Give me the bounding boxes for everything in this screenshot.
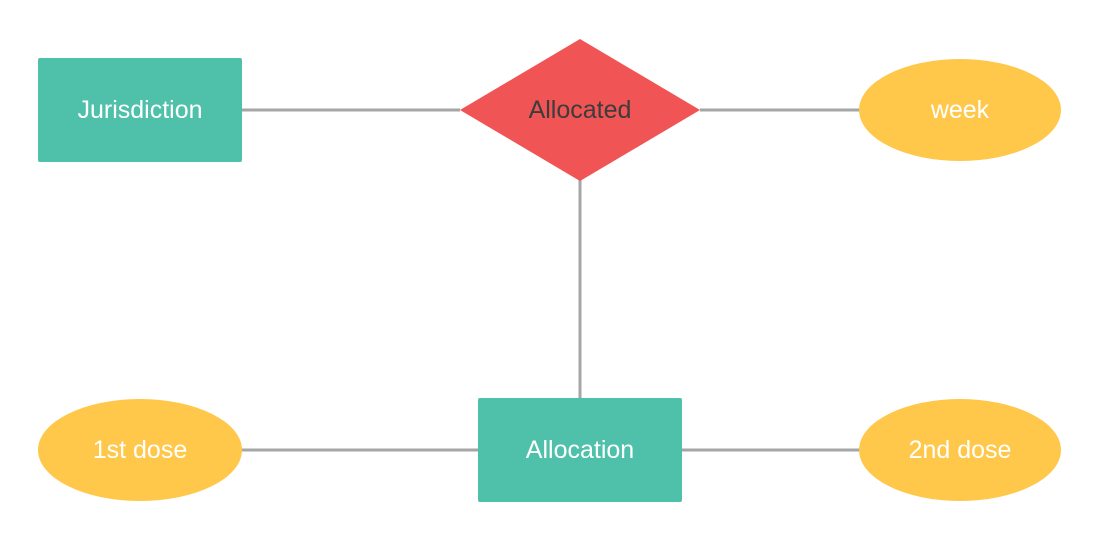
entity-jurisdiction-label: Jurisdiction [77,96,202,124]
connectors [241,108,860,452]
attribute-second-dose-shape [859,399,1061,501]
relationship-allocated-label: Allocated [529,96,632,124]
entity-allocation-label: Allocation [526,436,634,464]
entity-allocation-shape [478,398,682,502]
attribute-week-shape [859,59,1061,161]
relationship-allocated-shape [460,39,700,181]
attribute-first-dose-shape [38,399,242,501]
attribute-first-dose[interactable]: 1st dose [38,399,242,501]
attribute-first-dose-label: 1st dose [93,436,188,464]
relationship-allocated[interactable]: Allocated [460,39,700,181]
entity-jurisdiction-shape [38,58,242,162]
attribute-second-dose[interactable]: 2nd dose [859,399,1061,501]
entity-allocation[interactable]: Allocation [478,398,682,502]
entity-jurisdiction[interactable]: Jurisdiction [38,58,242,162]
attribute-week-label: week [930,96,990,124]
attribute-second-dose-label: 2nd dose [909,436,1012,464]
attribute-week[interactable]: week [859,59,1061,161]
